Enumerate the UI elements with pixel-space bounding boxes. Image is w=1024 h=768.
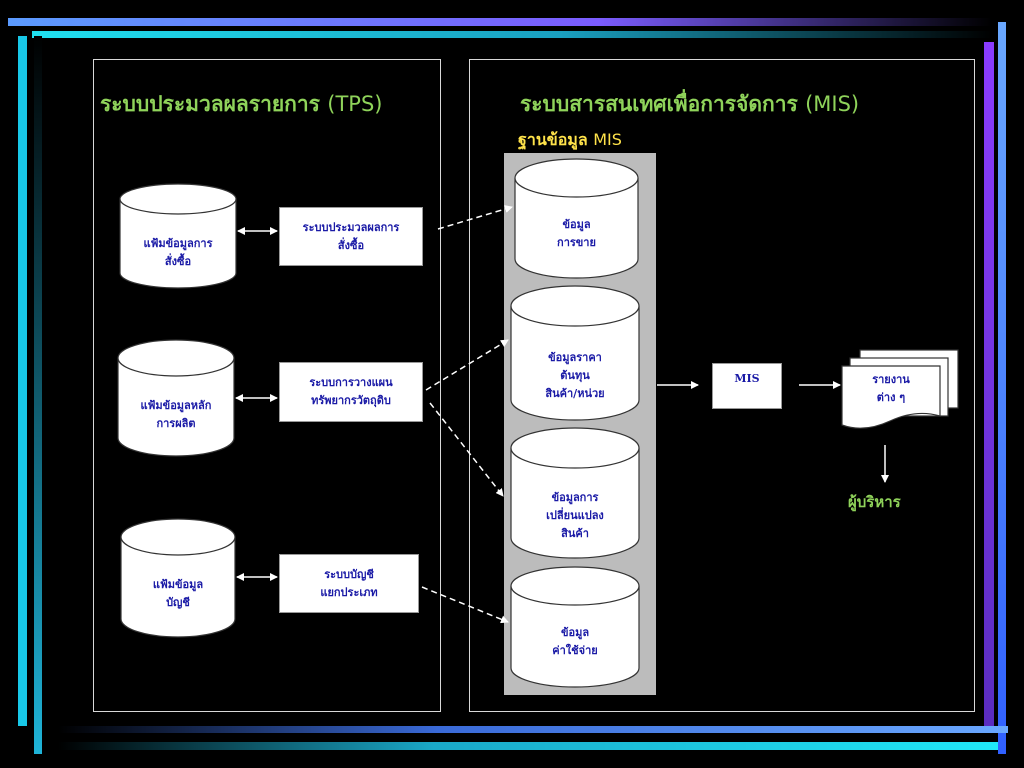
frame-bar-left bbox=[18, 36, 27, 726]
tps-file-production-line1: แฟ้มข้อมูลหลัก bbox=[140, 399, 212, 412]
mis-db-changes-line3: สินค้า bbox=[561, 527, 589, 540]
tps-file-order: แฟ้มข้อมูลการ สั่งซื้อ bbox=[119, 183, 237, 289]
mis-db-cost-line3: สินค้า/หน่วย bbox=[545, 387, 605, 400]
mis-box: MIS bbox=[712, 363, 782, 409]
tps-title-text: ระบบประมวลผลรายการ bbox=[100, 92, 320, 116]
arrow-order-to-sales bbox=[437, 205, 513, 230]
arrow-mrp-to-cost bbox=[425, 339, 509, 391]
tps-file-account-line2: บัญชี bbox=[166, 596, 190, 609]
cylinder-shape bbox=[510, 427, 640, 559]
mis-db-changes-line1: ข้อมูลการ bbox=[551, 491, 599, 504]
cylinder-shape bbox=[120, 518, 236, 638]
reports-document-icon bbox=[841, 349, 959, 429]
mis-box-label: MIS bbox=[734, 372, 760, 385]
cylinder-shape bbox=[514, 158, 639, 279]
cylinder-shape bbox=[510, 285, 640, 421]
mis-db-sales: ข้อมูล การขาย bbox=[514, 158, 639, 279]
tps-system-ledger: ระบบบัญชี แยกประเภท bbox=[279, 554, 419, 613]
mis-db-sales-line2: การขาย bbox=[557, 236, 596, 249]
tps-system-ledger-line1: ระบบบัญชี bbox=[324, 567, 374, 581]
reports-label-line1: รายงาน bbox=[872, 373, 910, 386]
frame-bar-bottom-inner bbox=[58, 742, 998, 750]
mis-db-changes-line2: เปลี่ยนแปลง bbox=[546, 509, 604, 522]
tps-system-ledger-line2: แยกประเภท bbox=[320, 585, 378, 599]
mis-db-cost-line1: ข้อมูลราคา bbox=[548, 351, 602, 364]
tps-file-account-line1: แฟ้มข้อมูล bbox=[152, 578, 204, 591]
tps-system-order: ระบบประมวลผลการ สั่งซื้อ bbox=[279, 207, 423, 266]
mis-db-label-abbr: MIS bbox=[593, 130, 622, 149]
tps-title: ระบบประมวลผลรายการ (TPS) bbox=[100, 88, 382, 121]
mis-db-cost: ข้อมูลราคา ต้นทุน สินค้า/หน่วย bbox=[510, 285, 640, 421]
tps-system-mrp-line1: ระบบการวางแผน bbox=[309, 376, 393, 389]
tps-title-abbr: (TPS) bbox=[327, 92, 383, 116]
reports-label-line2: ต่าง ๆ bbox=[876, 391, 906, 404]
frame-bar-top-inner bbox=[32, 31, 992, 38]
frame-bar-left-inner bbox=[34, 36, 42, 754]
mis-db-expense-line2: ค่าใช้จ่าย bbox=[552, 644, 598, 657]
arrow-ledger-to-expense bbox=[421, 586, 509, 624]
mis-db-sales-line1: ข้อมูล bbox=[562, 218, 591, 231]
mis-db-label-text: ฐานข้อมูล bbox=[518, 130, 588, 149]
cylinder-shape bbox=[117, 339, 235, 457]
frame-bar-bottom bbox=[58, 726, 1008, 733]
frame-bar-top bbox=[8, 18, 992, 26]
arrow-mrp-to-changes bbox=[429, 402, 504, 497]
mis-db-changes: ข้อมูลการ เปลี่ยนแปลง สินค้า bbox=[510, 427, 640, 559]
manager-label: ผู้บริหาร bbox=[848, 493, 901, 511]
tps-file-production-line2: การผลิต bbox=[156, 417, 196, 430]
tps-system-mrp-line2: ทรัพยากรวัตถุดิบ bbox=[311, 394, 391, 407]
cylinder-shape bbox=[119, 183, 237, 289]
frame-bar-right-outer bbox=[998, 22, 1006, 754]
frame-bar-right bbox=[984, 42, 994, 726]
mis-db-expense: ข้อมูล ค่าใช้จ่าย bbox=[510, 566, 640, 688]
tps-file-production: แฟ้มข้อมูลหลัก การผลิต bbox=[117, 339, 235, 457]
mis-title-abbr: (MIS) bbox=[805, 92, 860, 116]
mis-db-label: ฐานข้อมูล MIS bbox=[518, 128, 622, 153]
tps-system-order-line2: สั่งซื้อ bbox=[337, 238, 365, 252]
tps-file-account: แฟ้มข้อมูล บัญชี bbox=[120, 518, 236, 638]
reports-label: รายงาน ต่าง ๆ bbox=[842, 371, 940, 407]
mis-db-expense-line1: ข้อมูล bbox=[560, 626, 590, 639]
tps-file-order-line2: สั่งซื้อ bbox=[164, 255, 192, 268]
mis-title-text: ระบบสารสนเทศเพื่อการจัดการ bbox=[520, 92, 798, 116]
mis-db-cost-line2: ต้นทุน bbox=[560, 369, 590, 382]
tps-system-order-line1: ระบบประมวลผลการ bbox=[302, 220, 400, 234]
tps-file-order-line1: แฟ้มข้อมูลการ bbox=[143, 237, 213, 250]
mis-title: ระบบสารสนเทศเพื่อการจัดการ (MIS) bbox=[520, 88, 859, 121]
cylinder-shape bbox=[510, 566, 640, 688]
tps-system-mrp: ระบบการวางแผน ทรัพยากรวัตถุดิบ bbox=[279, 362, 423, 422]
